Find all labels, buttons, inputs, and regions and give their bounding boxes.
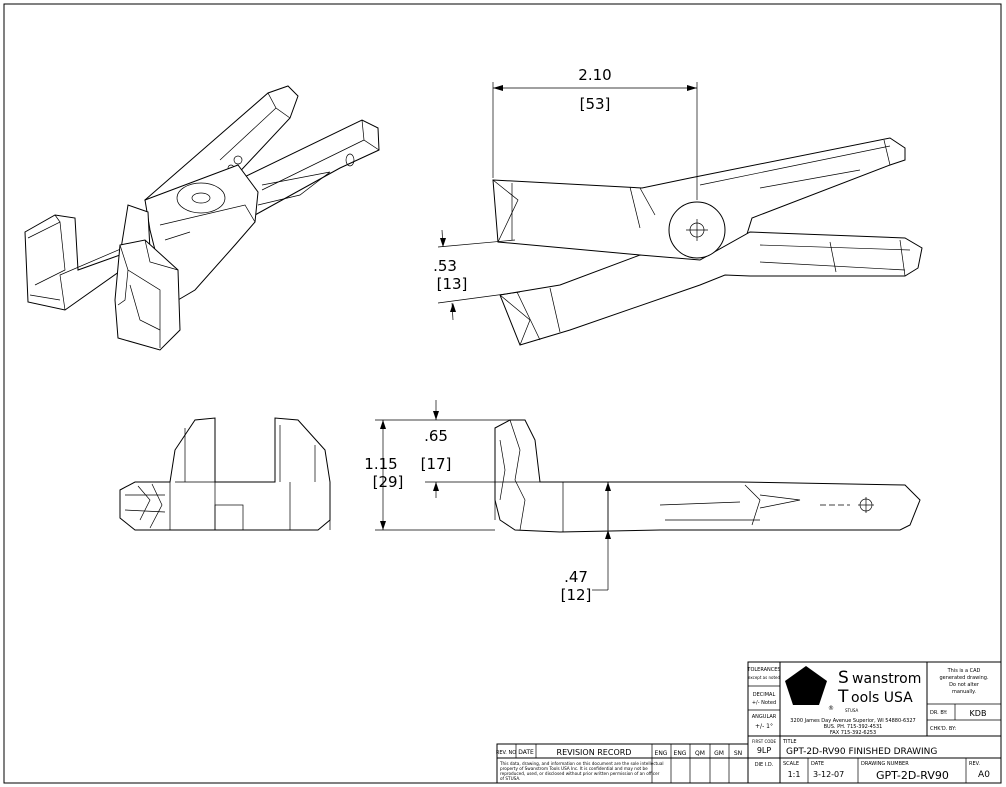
rev-date-header: DATE [518,749,534,756]
dim-thick-mm: [12] [561,586,592,604]
address-line1: 3200 James Day Avenue Superior, WI 54880… [790,718,915,724]
dim-thick-in: .47 [564,568,588,586]
dim-offset-in: .53 [433,257,457,275]
dim-height-in: 1.15 [364,455,397,473]
title-value: GPT-2D-RV90 FINISHED DRAWING [786,747,937,757]
chk-by-label: CHK'D. BY: [930,726,956,732]
first-code-label: FIRST CODE [752,739,777,744]
plan-view [492,137,923,346]
dim-offset-mm: [13] [437,275,468,293]
eng2-header: ENG [674,750,687,757]
dimension-thickness: .47 [12] [561,482,611,604]
cad-note-4: manually. [952,689,976,695]
first-code-value: 9LP [757,746,772,755]
angular-label: ANGULAR [752,714,777,720]
notice-line2: property of Swanstrom Tools USA Inc. It … [500,766,648,771]
dr-by-label: DR. BY: [930,710,948,716]
decimal-label: DECIMAL [753,692,776,698]
company-name-rest: wanstrom [852,671,921,687]
rev-value: A0 [978,770,990,780]
company-small: STUSA [845,708,859,713]
revision-record-header: REVISION RECORD [557,748,632,757]
scale-value: 1:1 [788,770,801,779]
dr-by-value: KDB [970,709,987,718]
drawing-number-label: DRAWING NUMBER [861,761,909,767]
sn-header: SN [734,750,742,757]
dim-depth-in: .65 [424,427,448,445]
side-view-right [494,419,921,533]
qm-header: QM [695,750,705,757]
revision-record: REV. NO DATE REVISION RECORD ENG ENG QM … [496,743,749,784]
registered-mark: ® [828,705,834,712]
cad-note-1: This is a CAD [947,668,981,674]
dim-depth-mm: [17] [421,455,452,473]
dimension-offset: .53 [13] [433,229,521,321]
address-line3: FAX 715-392-6253 [830,730,876,736]
notice-line3: reproduced, used, or disclosed without p… [500,771,660,776]
title-block: TOLERANCES except as noted DECIMAL +/- N… [746,661,1002,784]
side-view-left [119,417,331,531]
dimension-height: 1.15 [29] [364,419,510,531]
sheet-border [3,3,1002,784]
company-name-rest2: ools USA [851,690,913,706]
dim-height-mm: [29] [373,473,404,491]
pentagon-logo [785,666,827,705]
cad-note-2: generated drawing. [939,675,989,681]
dim-width-mm: [53] [580,95,611,113]
date-value: 3-12-07 [813,770,844,779]
rev-label: REV. [969,761,980,767]
angular-value: +/- 1° [755,723,773,730]
dimension-depth: .65 [17] [421,400,540,498]
cad-note-3: Do not alter [949,682,980,688]
dim-width-in: 2.10 [578,66,611,84]
scale-label: SCALE [783,761,799,767]
decimal-value: +/- Noted [752,700,776,706]
notice-line1: This data, drawing, and information on t… [499,761,664,766]
drawing-number-value: GPT-2D-RV90 [876,769,949,782]
tolerances-sub: except as noted [748,675,781,680]
tolerances-label: TOLERANCES [746,667,780,673]
dimension-width: 2.10 [53] [492,66,698,200]
address-line2: BUS. PH. 715-392-4531 [824,724,883,730]
title-label: TITLE [782,739,797,745]
notice-line4: of STUSA. [500,776,521,781]
gm-header: GM [714,750,724,757]
company-name-s: S [838,668,849,688]
date-label: DATE [811,761,824,767]
die-label: DIE I.D. [755,762,774,768]
isometric-view [24,85,380,351]
rev-no-header: REV. NO [496,750,516,756]
eng1-header: ENG [655,750,668,757]
company-name-t: T [837,687,849,707]
